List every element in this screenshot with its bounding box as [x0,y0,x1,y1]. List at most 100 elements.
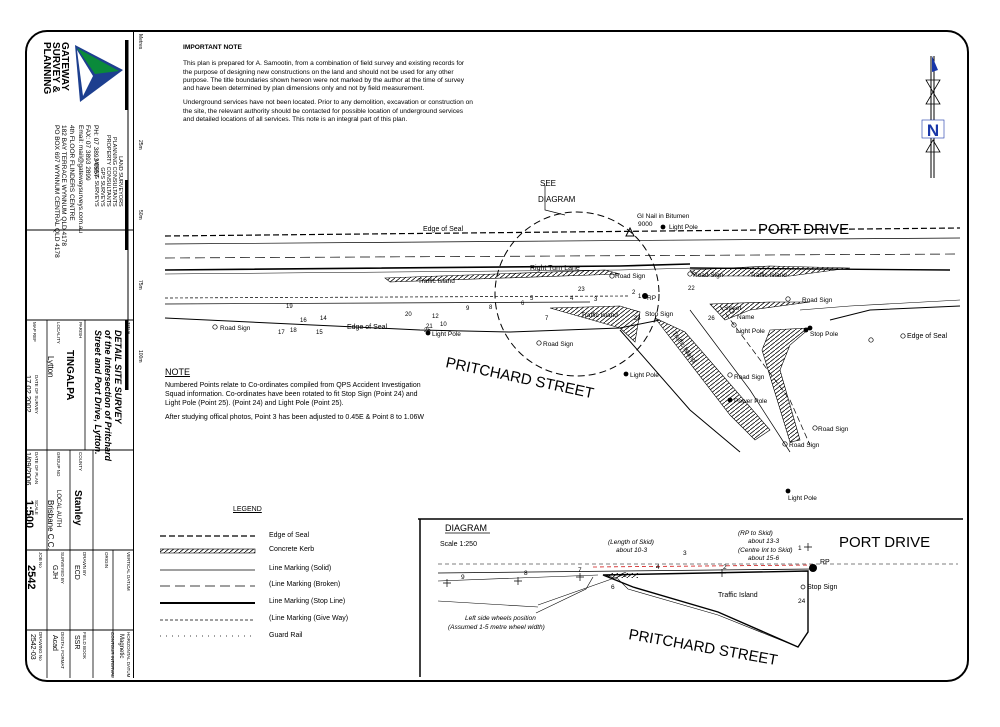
company-name-line: SURVEY & [50,42,61,93]
drawn-label: DRAWN BY [82,552,87,577]
survey-point: 21 [426,324,433,330]
surveyed-label: SURVEYED BY [60,552,65,584]
survey-point: 8 [489,305,493,311]
see-diagram-label: SEE [540,179,556,188]
company-name-line: PLANNING [41,42,52,95]
skid-length-value: about 10-3 [616,547,647,554]
survey-point: 1 [638,294,642,300]
title-block: GATEWAY SURVEY & PLANNING LAND SURVEYORS… [23,30,143,678]
diagram-point: 7 [578,567,582,574]
road-sign-label: Road Sign [615,273,646,280]
job-label: JOB No [38,552,43,568]
scale-label: 100m [137,350,143,363]
plan-title-line: of the Intersection of Pritchard [103,330,113,462]
main-plan: Edge of Seal Edge of Seal Edge of Seal P… [164,179,961,502]
traffic-island-left [384,269,621,283]
locality-value: Lytton [46,356,55,378]
road-sign-label-7: Road Sign [789,442,820,449]
address-line: 182 BAY TERRACE WYNNUM QLD 4178 [60,125,68,247]
survey-point: 24 [634,316,641,322]
date-plan-value: 1/09/2006 [24,452,33,486]
diagram-point: 24 [798,598,806,605]
gi-nail-label: GI Nail in Bitumen [637,213,690,220]
job-value: 2542 [25,565,37,590]
local-auth-label: LOCAL AUTH [55,490,61,528]
legend-kerb-symbol [160,548,256,554]
light-pole-label: Light Pole [669,224,698,231]
pritchard-street-label: PRITCHARD STREET [444,354,595,402]
light-pole-marker [660,224,666,230]
digital-value: Acad [51,635,58,651]
plan-title: DETAIL SITE SURVEY of the Intersection o… [93,330,123,461]
edge-of-seal-label: Edge of Seal [423,226,464,233]
diagram-cross-markers [443,543,812,587]
street-name-label-2: Name [737,314,755,321]
survey-point: 12 [432,314,439,320]
light-pole-label-5: Light Pole [788,495,817,502]
address-line: PO BOX 697 WYNNUM CENTRAL QLD 4178 [53,125,60,258]
diagram-points: 9 8 7 6 5 4 3 2 1 24 [461,545,806,605]
traffic-island-right [689,265,851,277]
light-pole-label-2: Light Pole [736,328,765,335]
plan-title-line: Street and Port Drive, Lytton. [93,330,103,455]
traffic-island-label-3: Traffic Island [581,312,618,319]
road-sign-label-8: Road Sign [734,374,765,381]
light-pole-label-3: Light Pole [432,331,461,338]
survey-point: 17 [278,330,285,336]
rp-label: RP [647,295,656,302]
company-name-line: GATEWAY [59,42,70,91]
surveyed-value: GJH [51,565,58,579]
contact-line: FAX: 07 3893 2899 [84,125,92,181]
north-flag-icon [932,56,938,72]
diagram-kerb-hatch [608,573,638,578]
company-contact: PH: 07 3893 0557 FAX: 07 3893 2899 Email… [77,125,99,233]
diagram-point: 4 [656,564,660,571]
important-note-paragraph: Underground services have not been locat… [183,99,473,124]
stop-pole-marker [803,327,809,333]
important-note: IMPORTANT NOTE This plan is prepared for… [183,44,473,130]
survey-point: 16 [300,318,307,324]
note-heading: NOTE [165,367,191,377]
rp-skid-label: (RP to Skid) [738,530,773,537]
legend-item: Line Marking (Stop Line) [269,598,346,605]
diagram-point: 2 [723,564,727,571]
skid-mark [592,564,814,568]
see-diagram-label-2: DIAGRAM [538,195,576,204]
survey-points: 19 17 18 16 15 14 12 10 9 8 6 5 4 3 2 1 … [278,286,715,336]
diagram-traffic-island [602,570,809,648]
road-sign-label-4: Road Sign [220,325,251,332]
diagram-title: DIAGRAM [445,523,487,533]
right-turn-lane-label: Right Turn Lane [530,265,580,272]
survey-point: 19 [286,304,293,310]
contour-label: CONTOUR INTERVAL [110,632,115,678]
date-plan-label: DATE OF PLAN [34,452,39,485]
diagram-scale: Scale 1:250 [440,541,477,548]
parish-label: PARISH [78,322,83,339]
road-sign-label-3: Road Sign [802,297,833,304]
note-paragraph: After studying offical photos, Point 3 h… [165,414,425,421]
road-sign-label-6: Road Sign [818,426,849,433]
diagram-stop-sign-marker [800,584,806,590]
see-diagram-circle [494,211,660,377]
company-logo [75,45,123,102]
centre-skid-value: about 15-6 [748,555,779,562]
legend-item: Line Marking (Solid) [269,565,332,572]
diagram-point: 3 [683,550,687,557]
date-survey-label: DATE OF SURVEY [34,375,39,414]
gi-nail-marker [625,226,635,237]
survey-point: 4 [570,296,574,302]
centre-skid-label: (Centre Int to Skid) [738,547,793,554]
power-pole-label: Power Pole [734,398,768,405]
road-sign-label-2: Road Sign [693,272,724,279]
vertical-datum-label: VERTICAL DATUM [126,552,131,591]
gi-nail-value: 9000 [638,221,653,228]
stop-sign-label: Stop Sign [645,311,674,318]
drawing-sheet [25,30,969,682]
north-arrow: N [921,56,945,178]
service-line: LAND SURVEYORS [117,156,123,207]
group-label: GROUP NO [56,452,61,477]
local-auth-value: Brisbane C.C. [46,500,55,550]
diagram-road-lines [437,563,958,608]
survey-point: 22 [688,286,695,292]
traffic-island-pritchard [654,317,771,441]
